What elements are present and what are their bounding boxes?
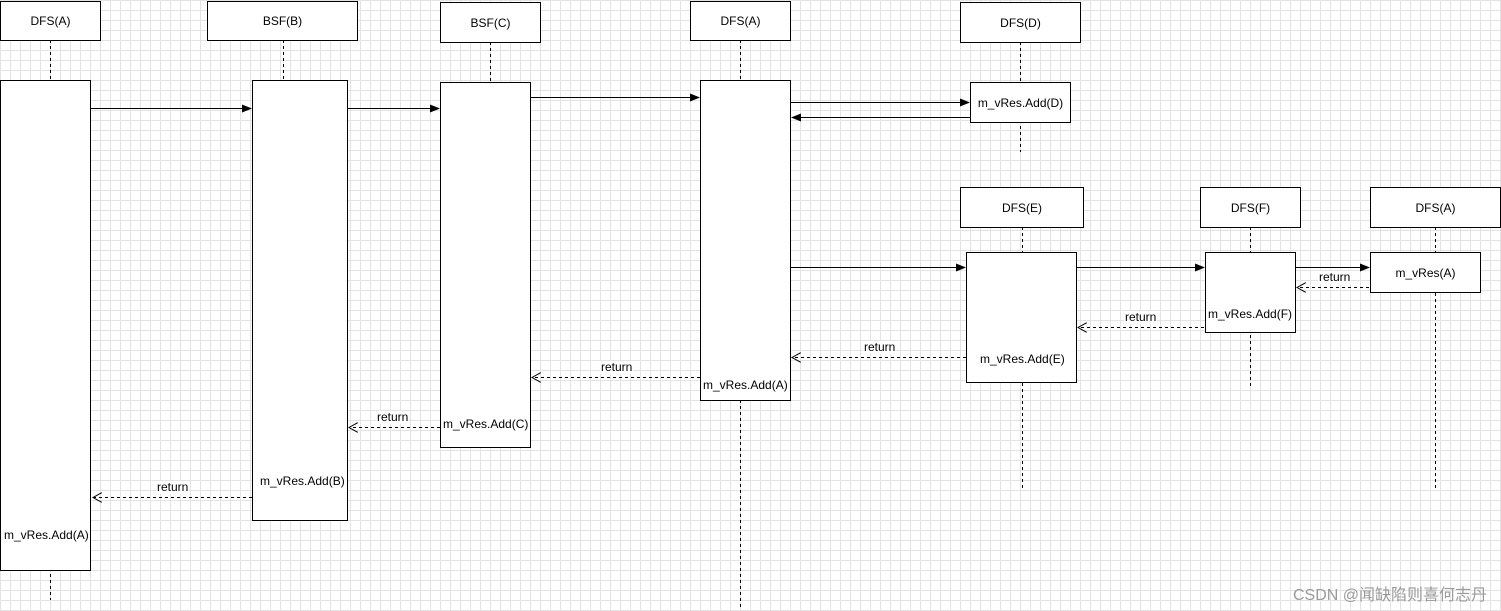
activation-a3: m_vRes.Add(C) — [440, 82, 531, 448]
participant-p4: DFS(A) — [690, 1, 791, 41]
watermark: CSDN @闻缺陷则喜何志丹 — [1292, 587, 1487, 604]
participant-p8-label: DFS(A) — [1415, 200, 1456, 215]
activation-a2-label: m_vRes.Add(B) — [260, 474, 345, 488]
participant-p4-label: DFS(A) — [720, 14, 761, 28]
activation-a1-label: m_vRes.Add(A) — [4, 528, 89, 542]
activation-a4-label: m_vRes.Add(A) — [703, 378, 788, 392]
participant-p3-label: BSF(C) — [470, 15, 511, 30]
participant-p5-label: DFS(D) — [1000, 15, 1041, 30]
activation-a2: m_vRes.Add(B) — [252, 80, 348, 521]
return-label-a-to-f: return — [1318, 270, 1352, 284]
participant-p7: DFS(F) — [1200, 187, 1301, 228]
participant-p8: DFS(A) — [1370, 187, 1501, 228]
return-label-e-to-a: return — [863, 340, 897, 354]
activation-a5-label: m_vRes.Add(D) — [977, 95, 1064, 110]
activation-a8: m_vRes(A) — [1370, 252, 1481, 293]
activation-a4: m_vRes.Add(A) — [700, 80, 791, 401]
activation-a3-label: m_vRes.Add(C) — [443, 417, 529, 431]
participant-p5: DFS(D) — [960, 2, 1081, 43]
return-label-a-to-c: return — [600, 360, 634, 374]
participant-p2-label: BSF(B) — [262, 14, 303, 28]
participant-p1: DFS(A) — [0, 1, 101, 41]
activation-a1: m_vRes.Add(A) — [0, 80, 91, 571]
return-label-b-to-a: return — [156, 480, 190, 494]
activation-a6: m_vRes.Add(E) — [966, 252, 1077, 383]
activation-a8-label: m_vRes(A) — [1395, 265, 1456, 280]
activation-a7: m_vRes.Add(F) — [1205, 252, 1296, 333]
return-label-c-to-b: return — [376, 410, 410, 424]
activation-a6-label: m_vRes.Add(E) — [980, 352, 1065, 366]
activation-a5: m_vRes.Add(D) — [970, 82, 1071, 123]
participant-p3: BSF(C) — [440, 2, 541, 43]
return-label-f-to-e: return — [1124, 310, 1158, 324]
participant-p1-label: DFS(A) — [30, 14, 71, 28]
participant-p6-label: DFS(E) — [1002, 200, 1042, 215]
activation-a7-label: m_vRes.Add(F) — [1208, 307, 1293, 321]
participant-p7-label: DFS(F) — [1230, 200, 1271, 215]
participant-p6: DFS(E) — [960, 187, 1084, 228]
participant-p2: BSF(B) — [207, 1, 358, 41]
